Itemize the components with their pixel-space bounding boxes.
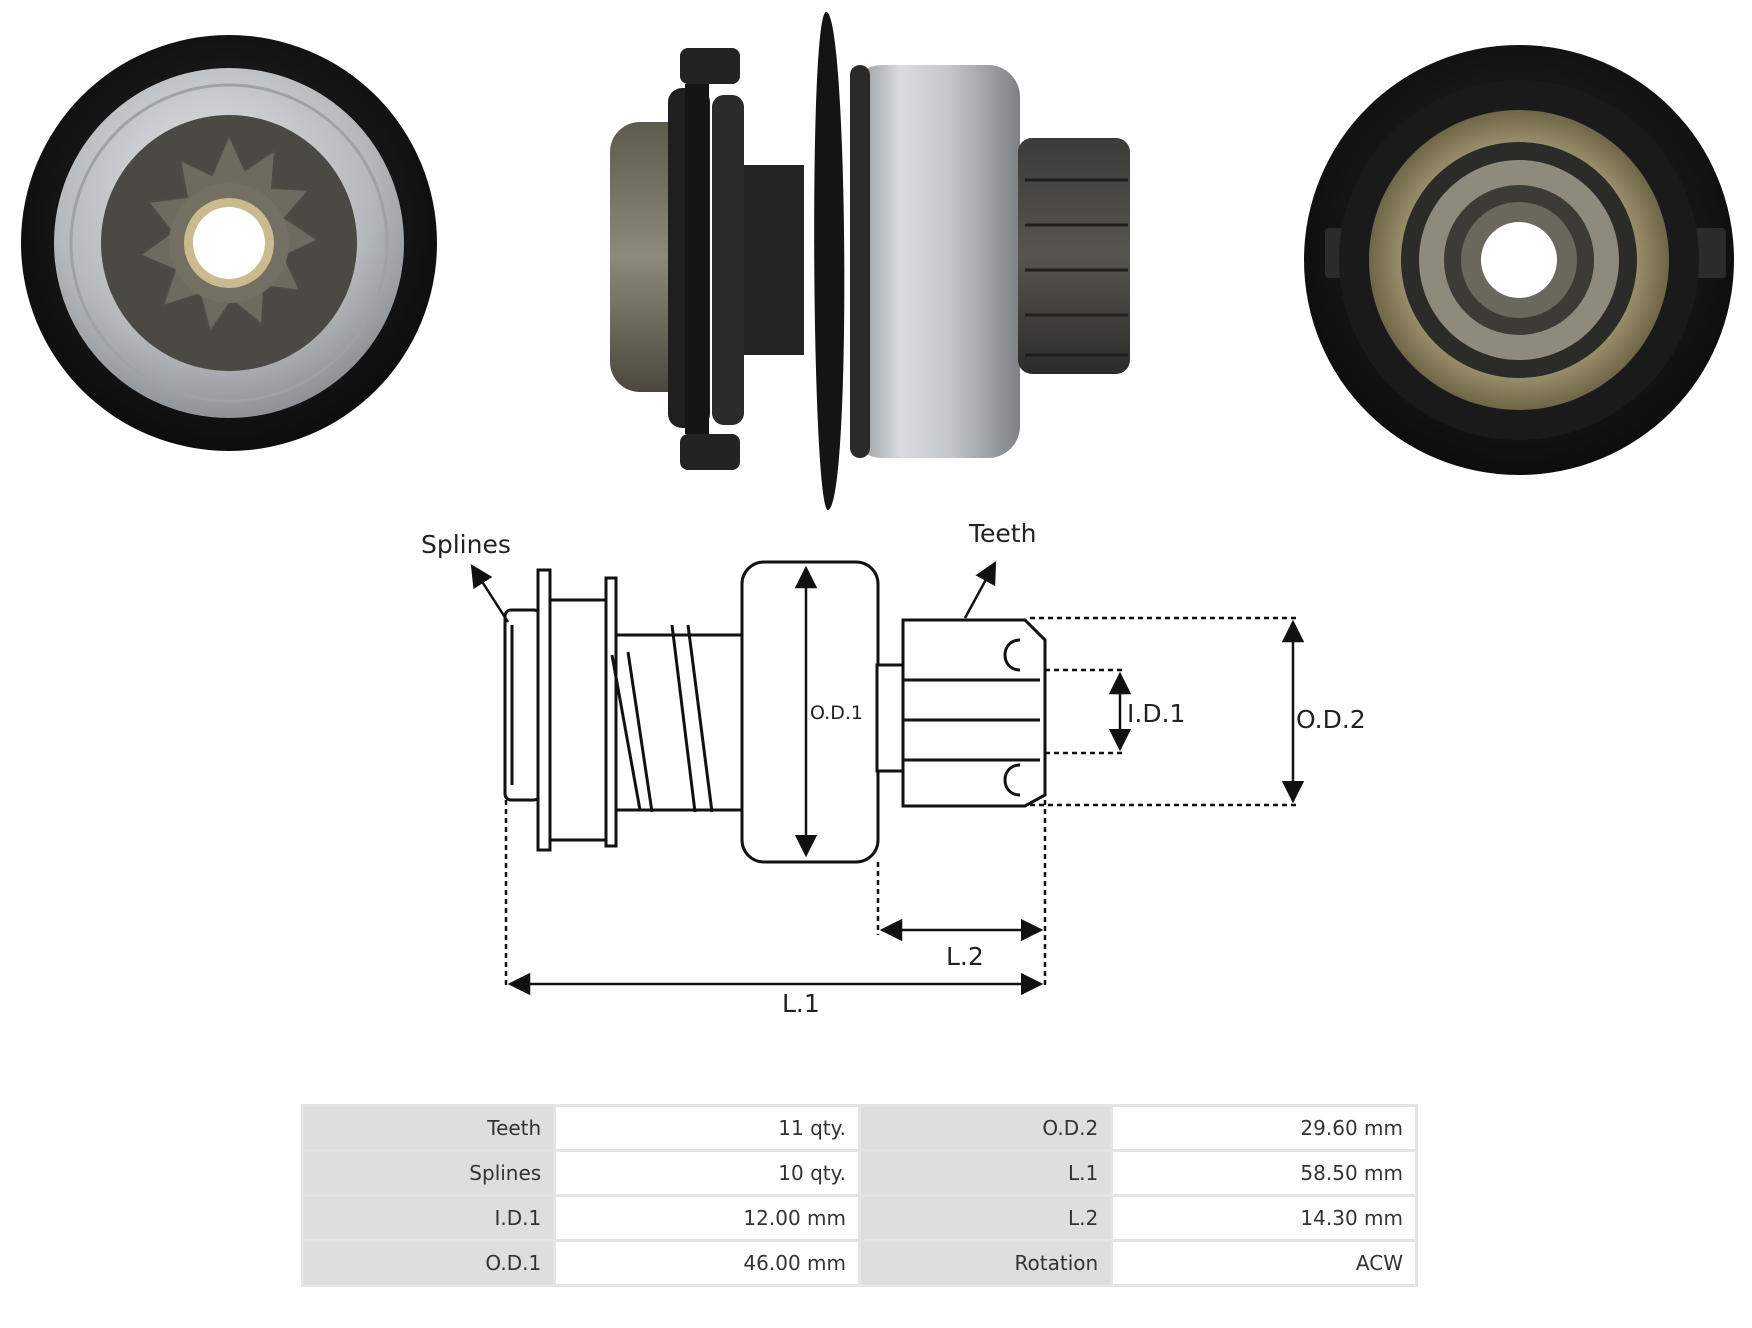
spec-label-l2: L.2	[860, 1197, 1111, 1239]
spec-label-teeth: Teeth	[304, 1107, 554, 1149]
spec-value-teeth: 11 qty.	[556, 1107, 858, 1149]
l1-label: L.1	[782, 989, 820, 1018]
product-photos	[21, 11, 1734, 511]
table-row: O.D.1 46.00 mm Rotation ACW	[304, 1242, 1415, 1284]
spec-label-od1: O.D.1	[304, 1242, 554, 1284]
spec-label-rotation: Rotation	[860, 1242, 1111, 1284]
spec-value-id1: 12.00 mm	[556, 1197, 858, 1239]
id1-label: I.D.1	[1127, 699, 1185, 728]
spec-label-l1: L.1	[860, 1152, 1111, 1194]
spec-value-rotation: ACW	[1113, 1242, 1415, 1284]
table-row: I.D.1 12.00 mm L.2 14.30 mm	[304, 1197, 1415, 1239]
technical-drawing: Splines Teeth O.D.1 I.D.1 O.D.2 L.2 L.1	[421, 519, 1366, 1018]
table-row: Teeth 11 qty. O.D.2 29.60 mm	[304, 1107, 1415, 1149]
spec-value-l2: 14.30 mm	[1113, 1197, 1415, 1239]
spec-label-id1: I.D.1	[304, 1197, 554, 1239]
spec-label-od2: O.D.2	[860, 1107, 1111, 1149]
rear-view-photo	[1304, 45, 1734, 475]
drive-outline	[503, 560, 1047, 864]
spec-value-splines: 10 qty.	[556, 1152, 858, 1194]
pinion-gear-icon	[137, 132, 321, 335]
spec-value-l1: 58.50 mm	[1113, 1152, 1415, 1194]
table-row: Splines 10 qty. L.1 58.50 mm	[304, 1152, 1415, 1194]
od2-label: O.D.2	[1296, 705, 1366, 734]
spec-value-od1: 46.00 mm	[556, 1242, 858, 1284]
splines-label: Splines	[421, 530, 511, 559]
spline-hub-icon	[1444, 185, 1594, 335]
dimension-lines	[470, 561, 1305, 996]
l2-label: L.2	[946, 942, 984, 971]
spec-label-splines: Splines	[304, 1152, 554, 1194]
front-view-photo	[21, 35, 437, 451]
spec-table: Teeth 11 qty. O.D.2 29.60 mm Splines 10 …	[301, 1104, 1418, 1287]
teeth-label: Teeth	[968, 519, 1036, 548]
side-view-photo	[610, 11, 1130, 511]
od1-label: O.D.1	[810, 702, 863, 724]
spec-value-od2: 29.60 mm	[1113, 1107, 1415, 1149]
